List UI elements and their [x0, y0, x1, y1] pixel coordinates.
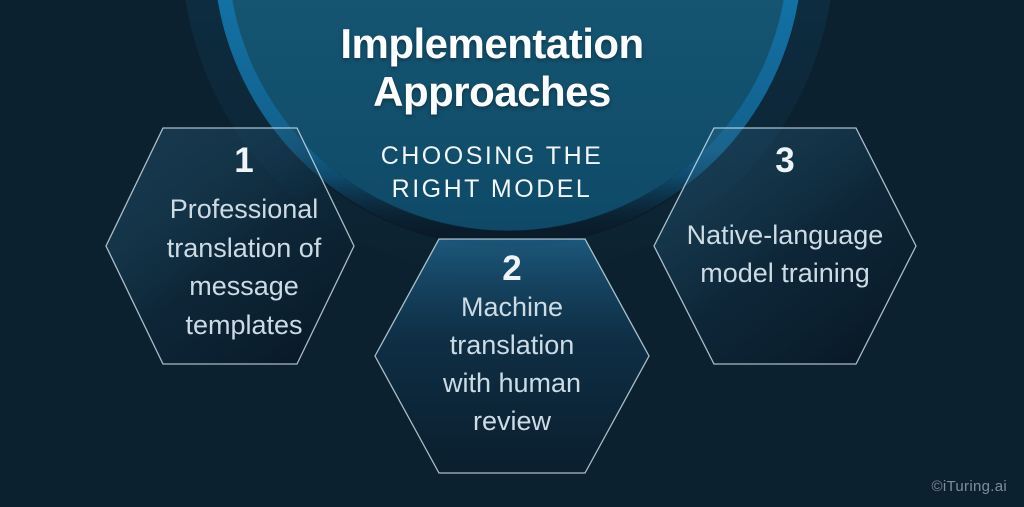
hexagon-2-shape — [374, 238, 650, 474]
hexagon-1-label-line4: templates — [185, 309, 303, 340]
watermark: ©iTuring.ai — [931, 478, 1007, 495]
hexagon-3-label-line2: model training — [700, 258, 870, 288]
hexagon-2-label-line4: review — [472, 406, 552, 436]
hexagon-1-shape — [105, 127, 355, 365]
hexagon-3-shape — [653, 127, 917, 365]
hexagon-1-label: Professional translation of message temp… — [114, 190, 374, 344]
hexagon-2-label-line1: Machine — [460, 292, 564, 322]
page-title-line2: Approaches — [373, 68, 611, 115]
header-circle — [232, 0, 784, 231]
page-subtitle-line2: RIGHT MODEL — [391, 175, 593, 203]
hexagon-3-label: Native-language model training — [655, 216, 915, 292]
hexagon-2-label-line2: translation — [449, 330, 575, 360]
hexagon-3-label-line1: Native-language — [686, 220, 884, 250]
hexagon-2-label: Machine translation with human review — [382, 288, 642, 440]
hexagon-1-label-line2: translation of — [166, 232, 322, 263]
page-title: Implementation Approaches — [192, 20, 792, 116]
hexagon-1-number: 1 — [234, 141, 254, 180]
hexagon-1-label-line3: message — [189, 271, 299, 301]
page-subtitle-line1: CHOOSING THE — [380, 142, 604, 170]
hexagon-3-number: 3 — [775, 141, 795, 180]
page-title-line1: Implementation — [340, 20, 644, 67]
hexagon-2-number: 2 — [502, 249, 522, 288]
page-subtitle: CHOOSING THE RIGHT MODEL — [292, 140, 692, 206]
hexagon-1-label-line1: Professional — [169, 194, 319, 224]
hexagon-2-label-line3: with human — [442, 368, 582, 398]
